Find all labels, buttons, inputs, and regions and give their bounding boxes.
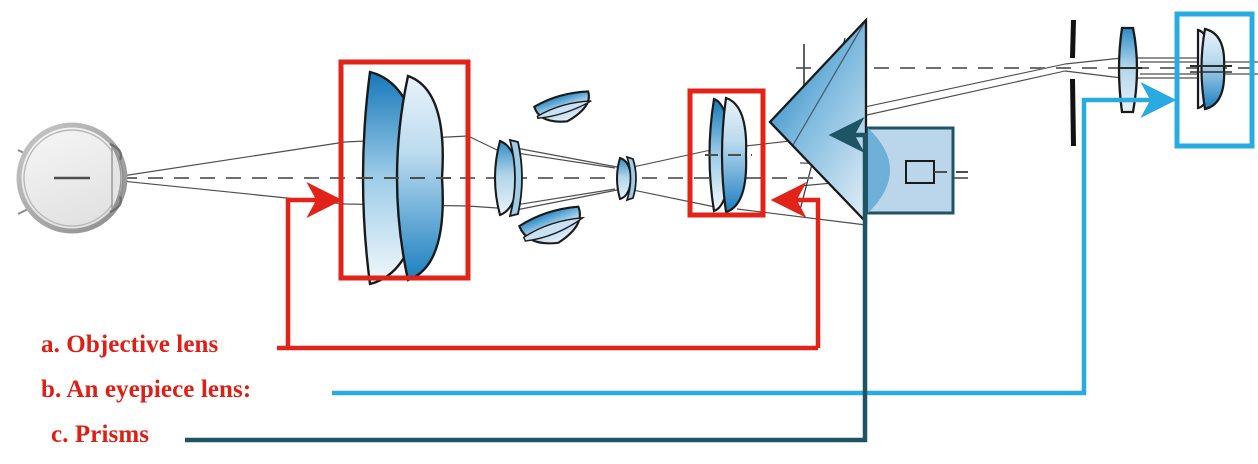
legend-item-prisms[interactable]: c. Prisms xyxy=(51,421,150,448)
relay-lens-2 xyxy=(616,155,637,202)
eyepiece-right-element-2 xyxy=(1200,27,1226,111)
legend-item-objective-lens[interactable]: a. Objective lens xyxy=(41,331,219,358)
eyepiece-lens-group xyxy=(1190,27,1232,111)
connector-objective-right xyxy=(770,182,821,348)
connector-objective-left xyxy=(285,182,343,348)
ray-bundle-objective-to-relay1 xyxy=(467,135,498,209)
legend-item-eyepiece-lens[interactable]: b. An eyepiece lens: xyxy=(41,376,252,403)
fold-lens-upper xyxy=(532,90,592,123)
human-eye xyxy=(16,122,128,234)
fold-lens-lower xyxy=(518,205,586,245)
field-lens xyxy=(1117,26,1142,114)
objective-lens-group xyxy=(358,70,452,286)
connector-eyepiece xyxy=(332,82,1177,396)
field-stop xyxy=(1070,20,1076,146)
roof-prism-ridge xyxy=(792,19,867,146)
connector-prisms xyxy=(185,117,868,443)
block-prism-curve xyxy=(868,128,890,213)
relay-lens-1 xyxy=(494,138,523,218)
roof-prism xyxy=(768,17,868,225)
eyepiece-lens-left-group xyxy=(705,96,752,214)
relay-lens-highlight xyxy=(687,88,766,218)
objective-lens-highlight xyxy=(338,59,471,281)
eyepiece-lens-highlight xyxy=(1174,11,1255,149)
prism-assembly xyxy=(768,17,968,225)
